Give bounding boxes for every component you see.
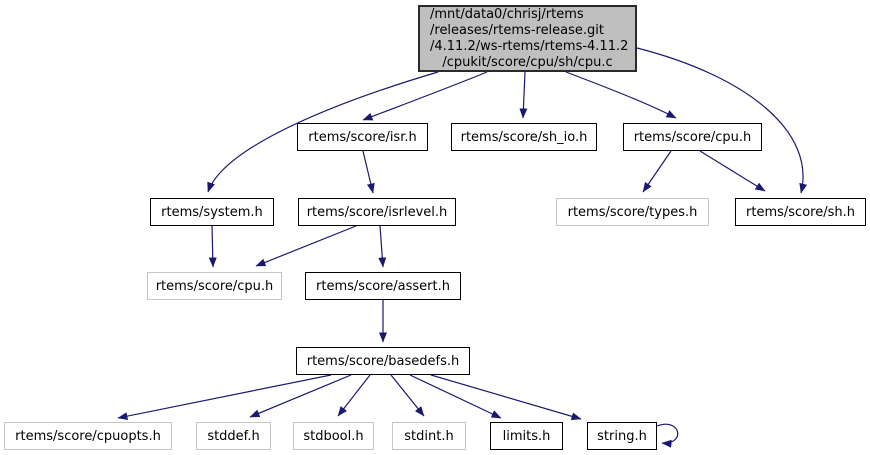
node-cpu2[interactable]: rtems/score/cpu.h [623, 123, 762, 151]
edge-basedefs-stdbool [337, 374, 371, 417]
node-assert[interactable]: rtems/score/assert.h [305, 272, 461, 300]
edge-cpu2-types [642, 150, 672, 193]
root-label-line: /4.11.2/ws-rtems/rtems-4.11.2 [430, 38, 629, 54]
node-types: rtems/score/types.h [556, 198, 709, 226]
edge-basedefs-stdint [390, 374, 425, 417]
edge-isrlevel-assert [378, 225, 387, 268]
edge-basedefs-limits [409, 374, 502, 419]
edge-cpu2-sh [699, 150, 766, 192]
root-label-line: /releases/rtems-release.git [430, 22, 605, 38]
edge-isr-isrlevel [362, 150, 375, 194]
node-basedefs[interactable]: rtems/score/basedefs.h [296, 347, 470, 375]
node-sh[interactable]: rtems/score/sh.h [735, 198, 866, 226]
edge-cpuc-sh_io [519, 71, 528, 119]
edge-string-string [656, 423, 679, 448]
node-stdbool: stdbool.h [293, 422, 374, 450]
edge-isrlevel-cpu4 [255, 225, 357, 267]
node-sh_io[interactable]: rtems/score/sh_io.h [451, 123, 597, 151]
node-string[interactable]: string.h [587, 422, 657, 450]
node-isrlevel[interactable]: rtems/score/isrlevel.h [298, 198, 456, 226]
root-label-line: /mnt/data0/chrisj/rtems [430, 6, 584, 22]
node-cpuopts: rtems/score/cpuopts.h [4, 422, 172, 450]
edge-basedefs-cpuopts [117, 374, 332, 421]
node-stddef: stddef.h [196, 422, 271, 450]
edge-cpuc-cpu2 [565, 71, 677, 119]
root-label-line: /cpukit/score/cpu/sh/cpu.c [442, 54, 613, 70]
node-stdint: stdint.h [392, 422, 466, 450]
node-limits[interactable]: limits.h [490, 422, 563, 450]
edge-system-cpu4 [208, 225, 217, 268]
node-cpuc: /mnt/data0/chrisj/rtems/releases/rtems-r… [418, 5, 637, 72]
node-system[interactable]: rtems/system.h [150, 198, 274, 226]
edge-basedefs-string [430, 374, 582, 421]
edge-cpuc-sh [636, 47, 808, 194]
edge-cpuc-isr [362, 71, 488, 121]
node-cpu4: rtems/score/cpu.h [147, 272, 282, 300]
edge-basedefs-stddef [249, 374, 352, 418]
node-isr[interactable]: rtems/score/isr.h [297, 123, 428, 151]
